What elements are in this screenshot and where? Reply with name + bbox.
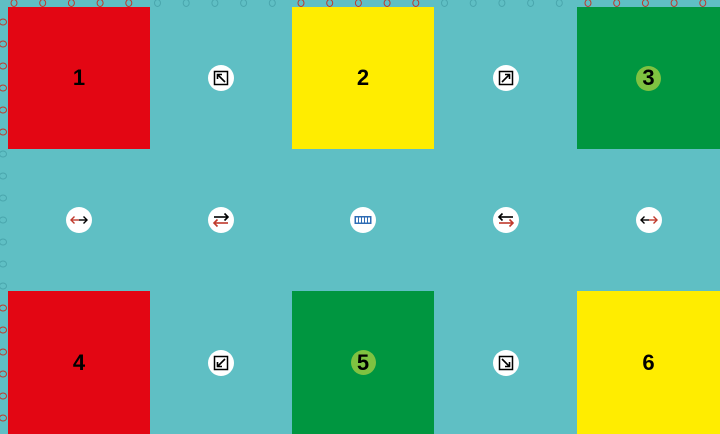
- hook-ring: [0, 260, 7, 268]
- hook-ring: [39, 0, 47, 7]
- hook-ring: [0, 128, 7, 136]
- path-middle-4: [434, 149, 577, 291]
- square-6-label: 6: [642, 349, 655, 375]
- hook-ring: [555, 0, 563, 7]
- connector-bottom-right: [434, 291, 577, 434]
- path-middle-2: [150, 149, 292, 291]
- connector-bottom-left: [150, 291, 292, 434]
- hook-ring: [613, 0, 621, 7]
- square-4[interactable]: 4: [8, 291, 150, 434]
- arrow-down-right-icon: [492, 349, 519, 376]
- hook-ring: [670, 0, 678, 7]
- hook-ring: [211, 0, 219, 7]
- square-1-label: 1: [72, 65, 86, 90]
- hook-ring: [0, 304, 7, 312]
- arrow-up-right-icon: [492, 65, 519, 91]
- hook-ring: [297, 0, 305, 7]
- hook-ring: [0, 238, 7, 246]
- hook-ring: [441, 0, 448, 7]
- hook-ring: [0, 414, 7, 422]
- hook-ring: [0, 84, 7, 92]
- hook-ring: [0, 40, 7, 48]
- square-5-label: 5: [356, 349, 370, 375]
- hook-ring: [0, 370, 7, 378]
- path-center: [292, 149, 434, 291]
- square-2-label: 2: [356, 65, 370, 90]
- hook-ring: [0, 348, 7, 356]
- square-5[interactable]: 5: [292, 291, 434, 434]
- hook-ring: [584, 0, 592, 7]
- hook-ring: [0, 392, 7, 400]
- hook-ring: [67, 0, 75, 7]
- square-4-label: 4: [72, 349, 86, 375]
- hook-ring: [383, 0, 391, 7]
- double-arrow-horizontal-icon: [66, 207, 92, 233]
- hook-ring: [96, 0, 104, 7]
- swap-arrows-icon: [492, 207, 519, 233]
- square-3[interactable]: 3: [577, 7, 720, 149]
- hook-ring: [527, 0, 535, 7]
- hook-ring: [240, 0, 248, 7]
- square-1[interactable]: 1: [8, 7, 150, 149]
- hook-ring: [354, 0, 362, 7]
- hook-ring: [699, 0, 707, 7]
- hook-ring: [154, 0, 161, 7]
- hook-ring: [0, 216, 7, 224]
- path-middle-1: [8, 149, 150, 291]
- double-arrow-horizontal-icon: [635, 207, 662, 233]
- swap-arrows-icon: [208, 207, 234, 233]
- hook-ring: [412, 0, 420, 7]
- hook-ring: [498, 0, 506, 7]
- path-middle-5: [577, 149, 720, 291]
- hook-ring: [0, 150, 7, 158]
- hook-ring: [0, 172, 7, 180]
- square-6[interactable]: 6: [577, 291, 720, 434]
- center-badge-icon: [350, 207, 376, 233]
- hook-ring: [326, 0, 334, 7]
- hook-ring: [10, 0, 18, 7]
- square-5-badge: 5: [350, 349, 376, 375]
- hook-ring: [125, 0, 133, 7]
- hook-ring: [0, 18, 7, 26]
- square-3-label: 3: [642, 65, 655, 90]
- square-2[interactable]: 2: [292, 7, 434, 149]
- square-3-badge: 3: [636, 65, 661, 91]
- connector-top-left: [150, 7, 292, 149]
- hook-ring: [641, 0, 649, 7]
- arrow-down-left-icon: [208, 349, 234, 376]
- hook-ring: [268, 0, 276, 7]
- hook-ring: [0, 282, 7, 290]
- connector-top-right: [434, 7, 577, 149]
- hook-ring: [182, 0, 190, 7]
- arrow-up-left-icon: [208, 65, 234, 91]
- hook-ring: [0, 106, 7, 114]
- hook-ring: [0, 194, 7, 202]
- hook-ring: [469, 0, 477, 7]
- hook-ring: [0, 62, 7, 70]
- hook-ring: [0, 326, 7, 334]
